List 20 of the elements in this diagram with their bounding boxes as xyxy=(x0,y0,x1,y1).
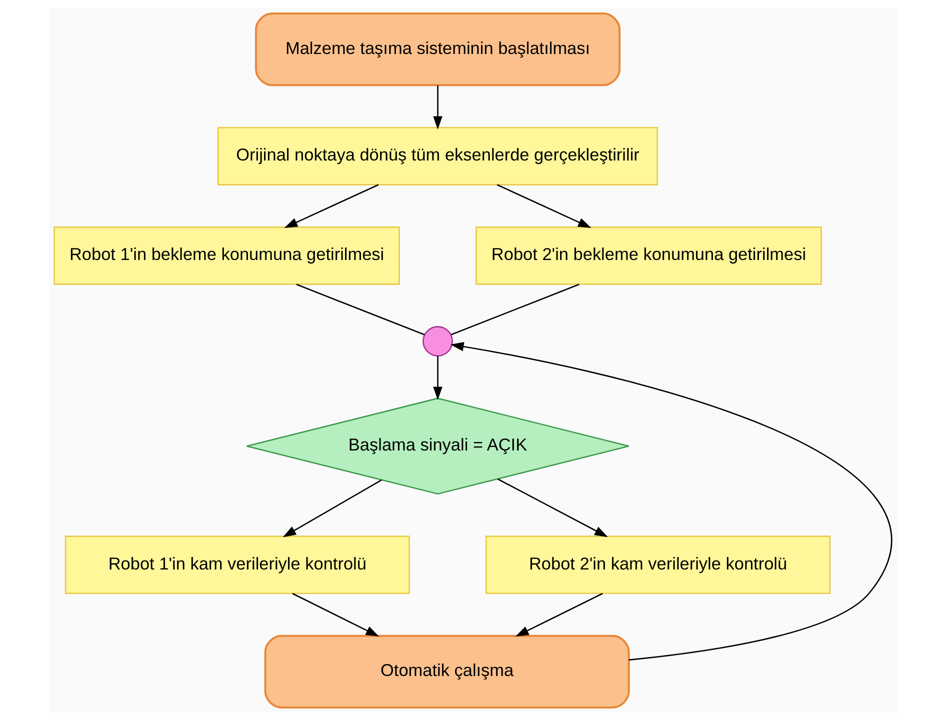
arrow xyxy=(496,184,592,228)
arrow xyxy=(498,478,608,538)
node-box: Robot 1'in bekleme konumuna getirilmesi xyxy=(54,226,400,285)
node-box: Malzeme taşıma sisteminin başlatılması xyxy=(255,12,621,86)
arrow xyxy=(284,184,379,228)
node-diamond: Başlama sinyali = AÇIK xyxy=(246,398,630,495)
node-circle xyxy=(422,326,454,357)
arrow xyxy=(450,342,890,661)
node-box: Robot 2'in kam verileriyle kontrolü xyxy=(486,536,831,594)
connector xyxy=(450,284,580,336)
arrow xyxy=(292,592,380,637)
arrow xyxy=(282,480,382,538)
node-box: Robot 2'in bekleme konumuna getirilmesi xyxy=(476,226,822,285)
arrow xyxy=(433,356,442,400)
node-box: Orijinal noktaya dönüş tüm eksenlerde gerçekleştirilir xyxy=(218,126,658,186)
node-box: Robot 1'in kam verileriyle kontrolü xyxy=(64,536,410,594)
connector xyxy=(296,284,425,336)
arrow xyxy=(515,592,603,637)
arrow xyxy=(433,85,442,130)
node-box: Otomatik çalışma xyxy=(264,634,630,708)
